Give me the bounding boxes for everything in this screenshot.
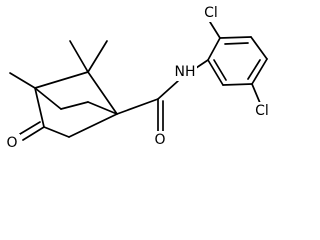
- chlorine-top-label: Cl: [204, 5, 218, 21]
- methyl-bond-right: [87, 40, 108, 73]
- ketone-double-bond-b: [19, 121, 41, 135]
- ring-bond-2: [219, 36, 252, 39]
- bond-c2-c1: [68, 113, 118, 138]
- bond-c5-c6: [60, 101, 89, 110]
- ring-bond-6: [207, 59, 224, 86]
- chlorine-bottom-label: Cl: [255, 103, 269, 119]
- ring-bond-5: [222, 83, 253, 86]
- label-bg-ketone-o: [4, 134, 20, 152]
- ring-bond-4: [251, 58, 268, 85]
- ring-bond-3: [250, 36, 268, 60]
- bond-c4-c7: [34, 71, 89, 89]
- chemical-structure: Cl NH Cl O O: [4, 4, 272, 152]
- ring-inner-double-1: [224, 42, 249, 45]
- bond-c4-c3: [34, 87, 45, 128]
- atom-labels: Cl NH Cl O O: [4, 4, 272, 152]
- ketone-double-bond-a: [22, 126, 45, 141]
- methyl-bond-bridgehead: [9, 72, 36, 89]
- ring-inner-double-2: [247, 59, 261, 80]
- chlorine-bond-bottom: [251, 83, 261, 104]
- amide-nitrogen-label: NH: [175, 64, 196, 80]
- methyl-bond-left: [69, 40, 89, 73]
- label-bg-cl-bottom: [252, 102, 272, 120]
- bond-c3-c2: [43, 126, 70, 138]
- chlorine-bond-top: [209, 21, 221, 39]
- label-bg-cl-top: [201, 4, 221, 22]
- bond-c4-c5: [34, 87, 62, 110]
- bond-c1-carbonyl: [116, 98, 159, 115]
- bond-carbonyl-n: [157, 80, 179, 100]
- bond-c7-c1: [87, 71, 118, 115]
- bond-c6-c1: [87, 101, 118, 115]
- amide-oxygen-label: O: [154, 132, 165, 148]
- ring-inner-double-3: [213, 59, 227, 81]
- dichlorophenyl-ring: [207, 21, 268, 104]
- bicyclic-cage: [9, 40, 118, 141]
- ring-bond-1: [207, 37, 221, 61]
- ketone-oxygen-label: O: [6, 135, 17, 151]
- label-bg-amide-o: [152, 131, 168, 149]
- label-bg-nh: [173, 63, 197, 81]
